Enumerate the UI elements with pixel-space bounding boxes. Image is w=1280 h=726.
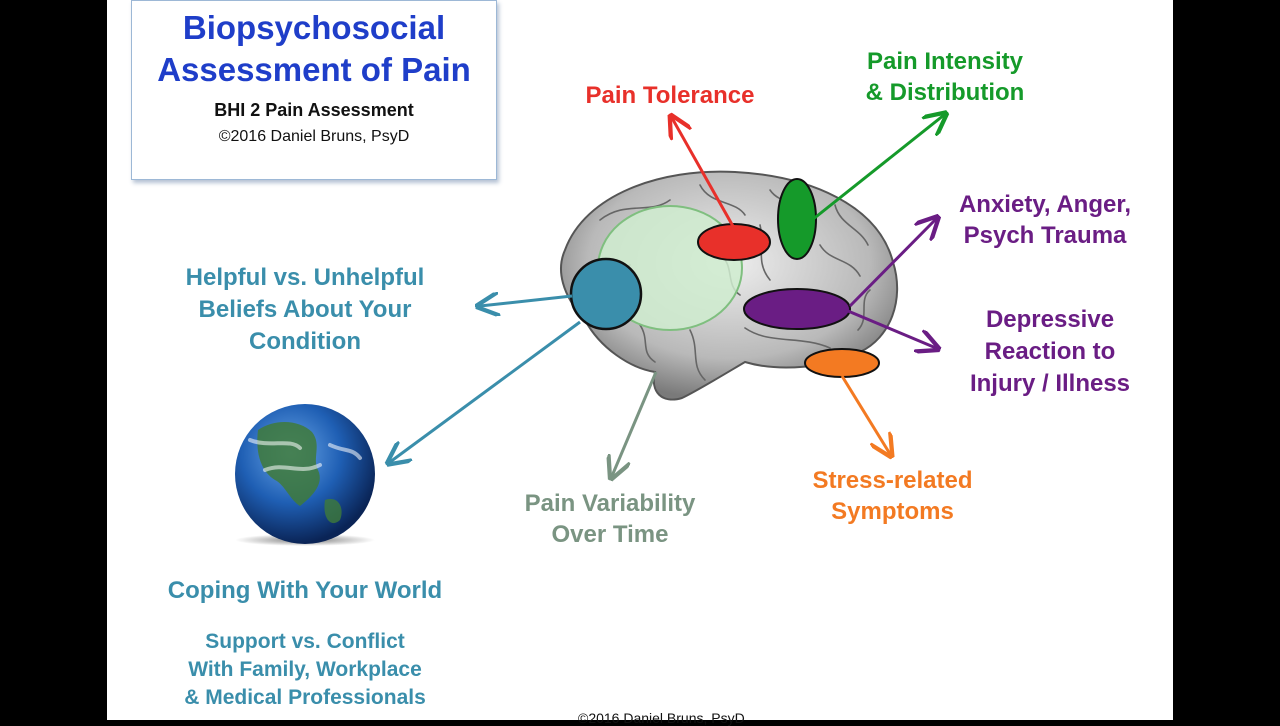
green-region: [777, 178, 817, 260]
arrow-variability: [612, 371, 658, 476]
label-support: Support vs. Conflict With Family, Workpl…: [184, 630, 426, 709]
copyright: ©2016 Daniel Bruns, PsyD: [218, 128, 410, 145]
title-box: Biopsychosocial Assessment of Pain BHI 2…: [131, 0, 497, 180]
arrow-coping: [390, 320, 581, 462]
label-stress: Stress-related Symptoms: [812, 467, 973, 525]
footer-copyright: ©2016 Daniel Bruns, PsyD: [578, 710, 745, 726]
purple-region: [743, 288, 851, 330]
arrow-pain-intensity: [811, 115, 944, 222]
arrow-anxiety: [848, 219, 936, 308]
page-title: Biopsychosocial Assessment of Pain: [157, 9, 471, 88]
arrow-pain-tolerance: [672, 118, 736, 229]
subtitle: BHI 2 Pain Assessment: [214, 100, 414, 120]
orange-region: [804, 348, 880, 378]
label-pain-intensity: Pain Intensity & Distribution: [865, 48, 1025, 106]
earth-globe-image: [235, 404, 375, 546]
label-variability: Pain Variability Over Time: [524, 490, 696, 548]
label-coping: Coping With Your World: [167, 577, 443, 604]
arrow-stress: [840, 375, 890, 454]
red-region: [697, 223, 771, 261]
arrow-depressive: [847, 309, 936, 348]
label-anxiety: Anxiety, Anger, Psych Trauma: [958, 191, 1132, 249]
label-pain-tolerance: Pain Tolerance: [585, 82, 755, 109]
teal-region: [569, 257, 643, 331]
label-beliefs: Helpful vs. Unhelpful Beliefs About Your…: [185, 264, 425, 355]
arrow-beliefs: [480, 296, 573, 306]
label-depressive: Depressive Reaction to Injury / Illness: [969, 306, 1131, 397]
